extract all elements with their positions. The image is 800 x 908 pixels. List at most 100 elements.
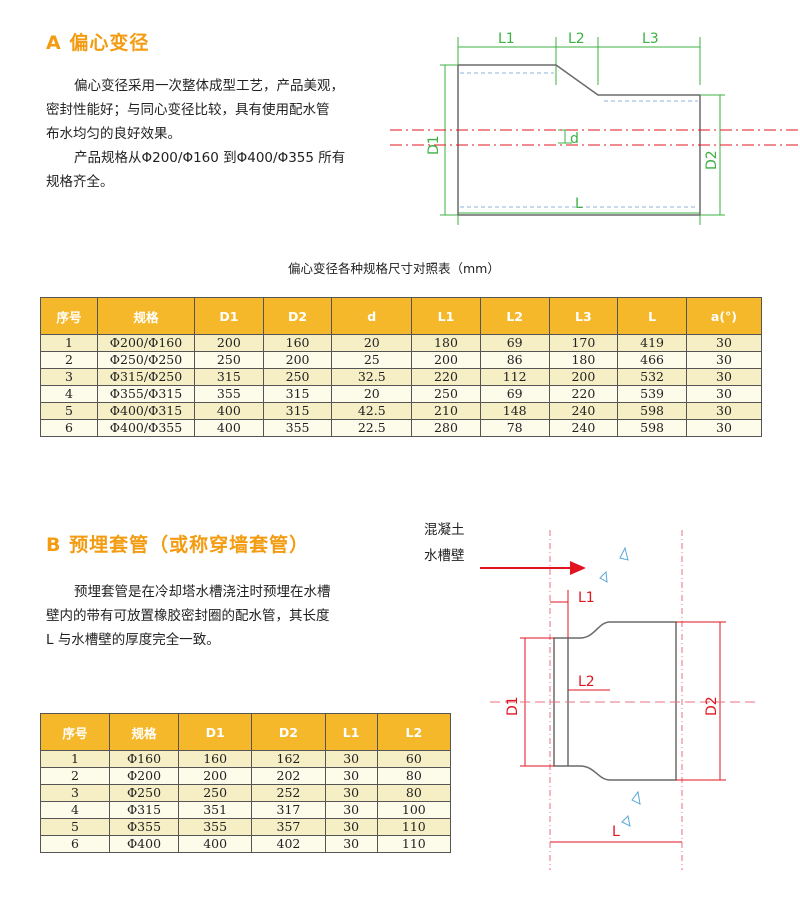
table-cell: 30: [685, 351, 763, 369]
col-header: D1: [177, 713, 253, 751]
table-cell: 315: [194, 368, 264, 386]
table-cell: 402: [251, 835, 326, 853]
table-cell: Φ355: [109, 818, 179, 836]
table-cell: 112: [479, 368, 550, 386]
table-cell: 3: [40, 368, 98, 386]
table-cell: 6: [40, 835, 110, 853]
table-cell: 69: [479, 385, 550, 403]
table-cell: 250: [411, 385, 481, 403]
table-cell: Φ250/Φ250: [97, 351, 195, 369]
table-cell: 2: [40, 767, 110, 785]
table-cell: 86: [479, 351, 550, 369]
wall-label-concrete: 混凝土: [424, 522, 465, 538]
table-cell: 160: [262, 334, 333, 352]
table-cell: 200: [177, 767, 253, 785]
table-cell: 315: [262, 385, 333, 403]
label-l2: L2: [568, 31, 585, 47]
table-cell: 351: [177, 801, 253, 819]
table-cell: 30: [324, 767, 378, 785]
label-l3: L3: [642, 31, 659, 47]
col-header: 规格: [97, 297, 195, 335]
para-line: 密封性能好；与同心变径比较，具有使用配水管: [46, 102, 330, 118]
table-cell: 30: [685, 368, 763, 386]
table-cell: 240: [548, 419, 619, 437]
table-cell: Φ160: [109, 750, 179, 768]
table-cell: 357: [251, 818, 326, 836]
table-cell: 200: [411, 351, 481, 369]
label-l: L: [612, 824, 620, 840]
col-header: 序号: [40, 297, 98, 335]
table-cell: 80: [376, 784, 452, 802]
table-cell: 355: [194, 385, 264, 403]
table-cell: 400: [194, 402, 264, 420]
table-cell: 30: [685, 402, 763, 420]
label-l1: L1: [578, 590, 595, 606]
table-cell: 2: [40, 351, 98, 369]
table-cell: 78: [479, 419, 550, 437]
table-cell: 80: [376, 767, 452, 785]
table-cell: Φ315: [109, 801, 179, 819]
para-line: 偏心变径采用一次整体成型工艺，产品美观，: [74, 78, 344, 94]
table-cell: 4: [40, 801, 110, 819]
table-cell: 180: [411, 334, 481, 352]
table-cell: 250: [177, 784, 253, 802]
eccentric-reducer-diagram: L1 L2 L3 L d D1 D2: [390, 31, 800, 225]
table-cell: 532: [617, 368, 687, 386]
col-header: d: [331, 297, 413, 335]
label-l1: L1: [498, 31, 515, 47]
table-header-row: 序号 规格 D1 D2 d L1 L2 L3 L a(°): [40, 297, 763, 335]
col-header: L: [617, 297, 687, 335]
table-cell: 355: [177, 818, 253, 836]
table-cell: 110: [376, 835, 452, 853]
table-cell: 4: [40, 385, 98, 403]
col-header: 规格: [109, 713, 179, 751]
table-cell: Φ400: [109, 835, 179, 853]
table-cell: 598: [617, 419, 687, 437]
label-d: d: [570, 131, 579, 147]
table-cell: Φ355/Φ315: [97, 385, 195, 403]
col-header: L3: [548, 297, 619, 335]
table-cell: 220: [548, 385, 619, 403]
table-cell: 180: [548, 351, 619, 369]
table-cell: 355: [262, 419, 333, 437]
table-cell: 5: [40, 818, 110, 836]
table-cell: 317: [251, 801, 326, 819]
table-cell: 252: [251, 784, 326, 802]
table-cell: 22.5: [331, 419, 413, 437]
col-header: 序号: [40, 713, 110, 751]
col-header: D2: [262, 297, 333, 335]
table-cell: 200: [194, 334, 264, 352]
table-cell: 148: [479, 402, 550, 420]
table-cell: 598: [617, 402, 687, 420]
table-cell: 30: [324, 801, 378, 819]
table-cell: 100: [376, 801, 452, 819]
table-cell: 69: [479, 334, 550, 352]
table-cell: 20: [331, 385, 413, 403]
label-l2: L2: [578, 674, 595, 690]
table-cell: 400: [194, 419, 264, 437]
table-cell: 110: [376, 818, 452, 836]
table-cell: 250: [194, 351, 264, 369]
table-cell: 30: [685, 385, 763, 403]
table-cell: 210: [411, 402, 481, 420]
col-header: D2: [251, 713, 326, 751]
table-cell: 3: [40, 784, 110, 802]
para-line: L 与水槽壁的厚度完全一致。: [46, 632, 220, 648]
table-cell: 220: [411, 368, 481, 386]
table-cell: 240: [548, 402, 619, 420]
table-cell: 466: [617, 351, 687, 369]
col-header: L1: [324, 713, 378, 751]
section-b-title: B 预埋套管（或称穿墙套管）: [46, 534, 310, 556]
para-line: 壁内的带有可放置橡胶密封圈的配水管，其长度: [46, 608, 330, 624]
label-d1: D1: [426, 135, 442, 155]
